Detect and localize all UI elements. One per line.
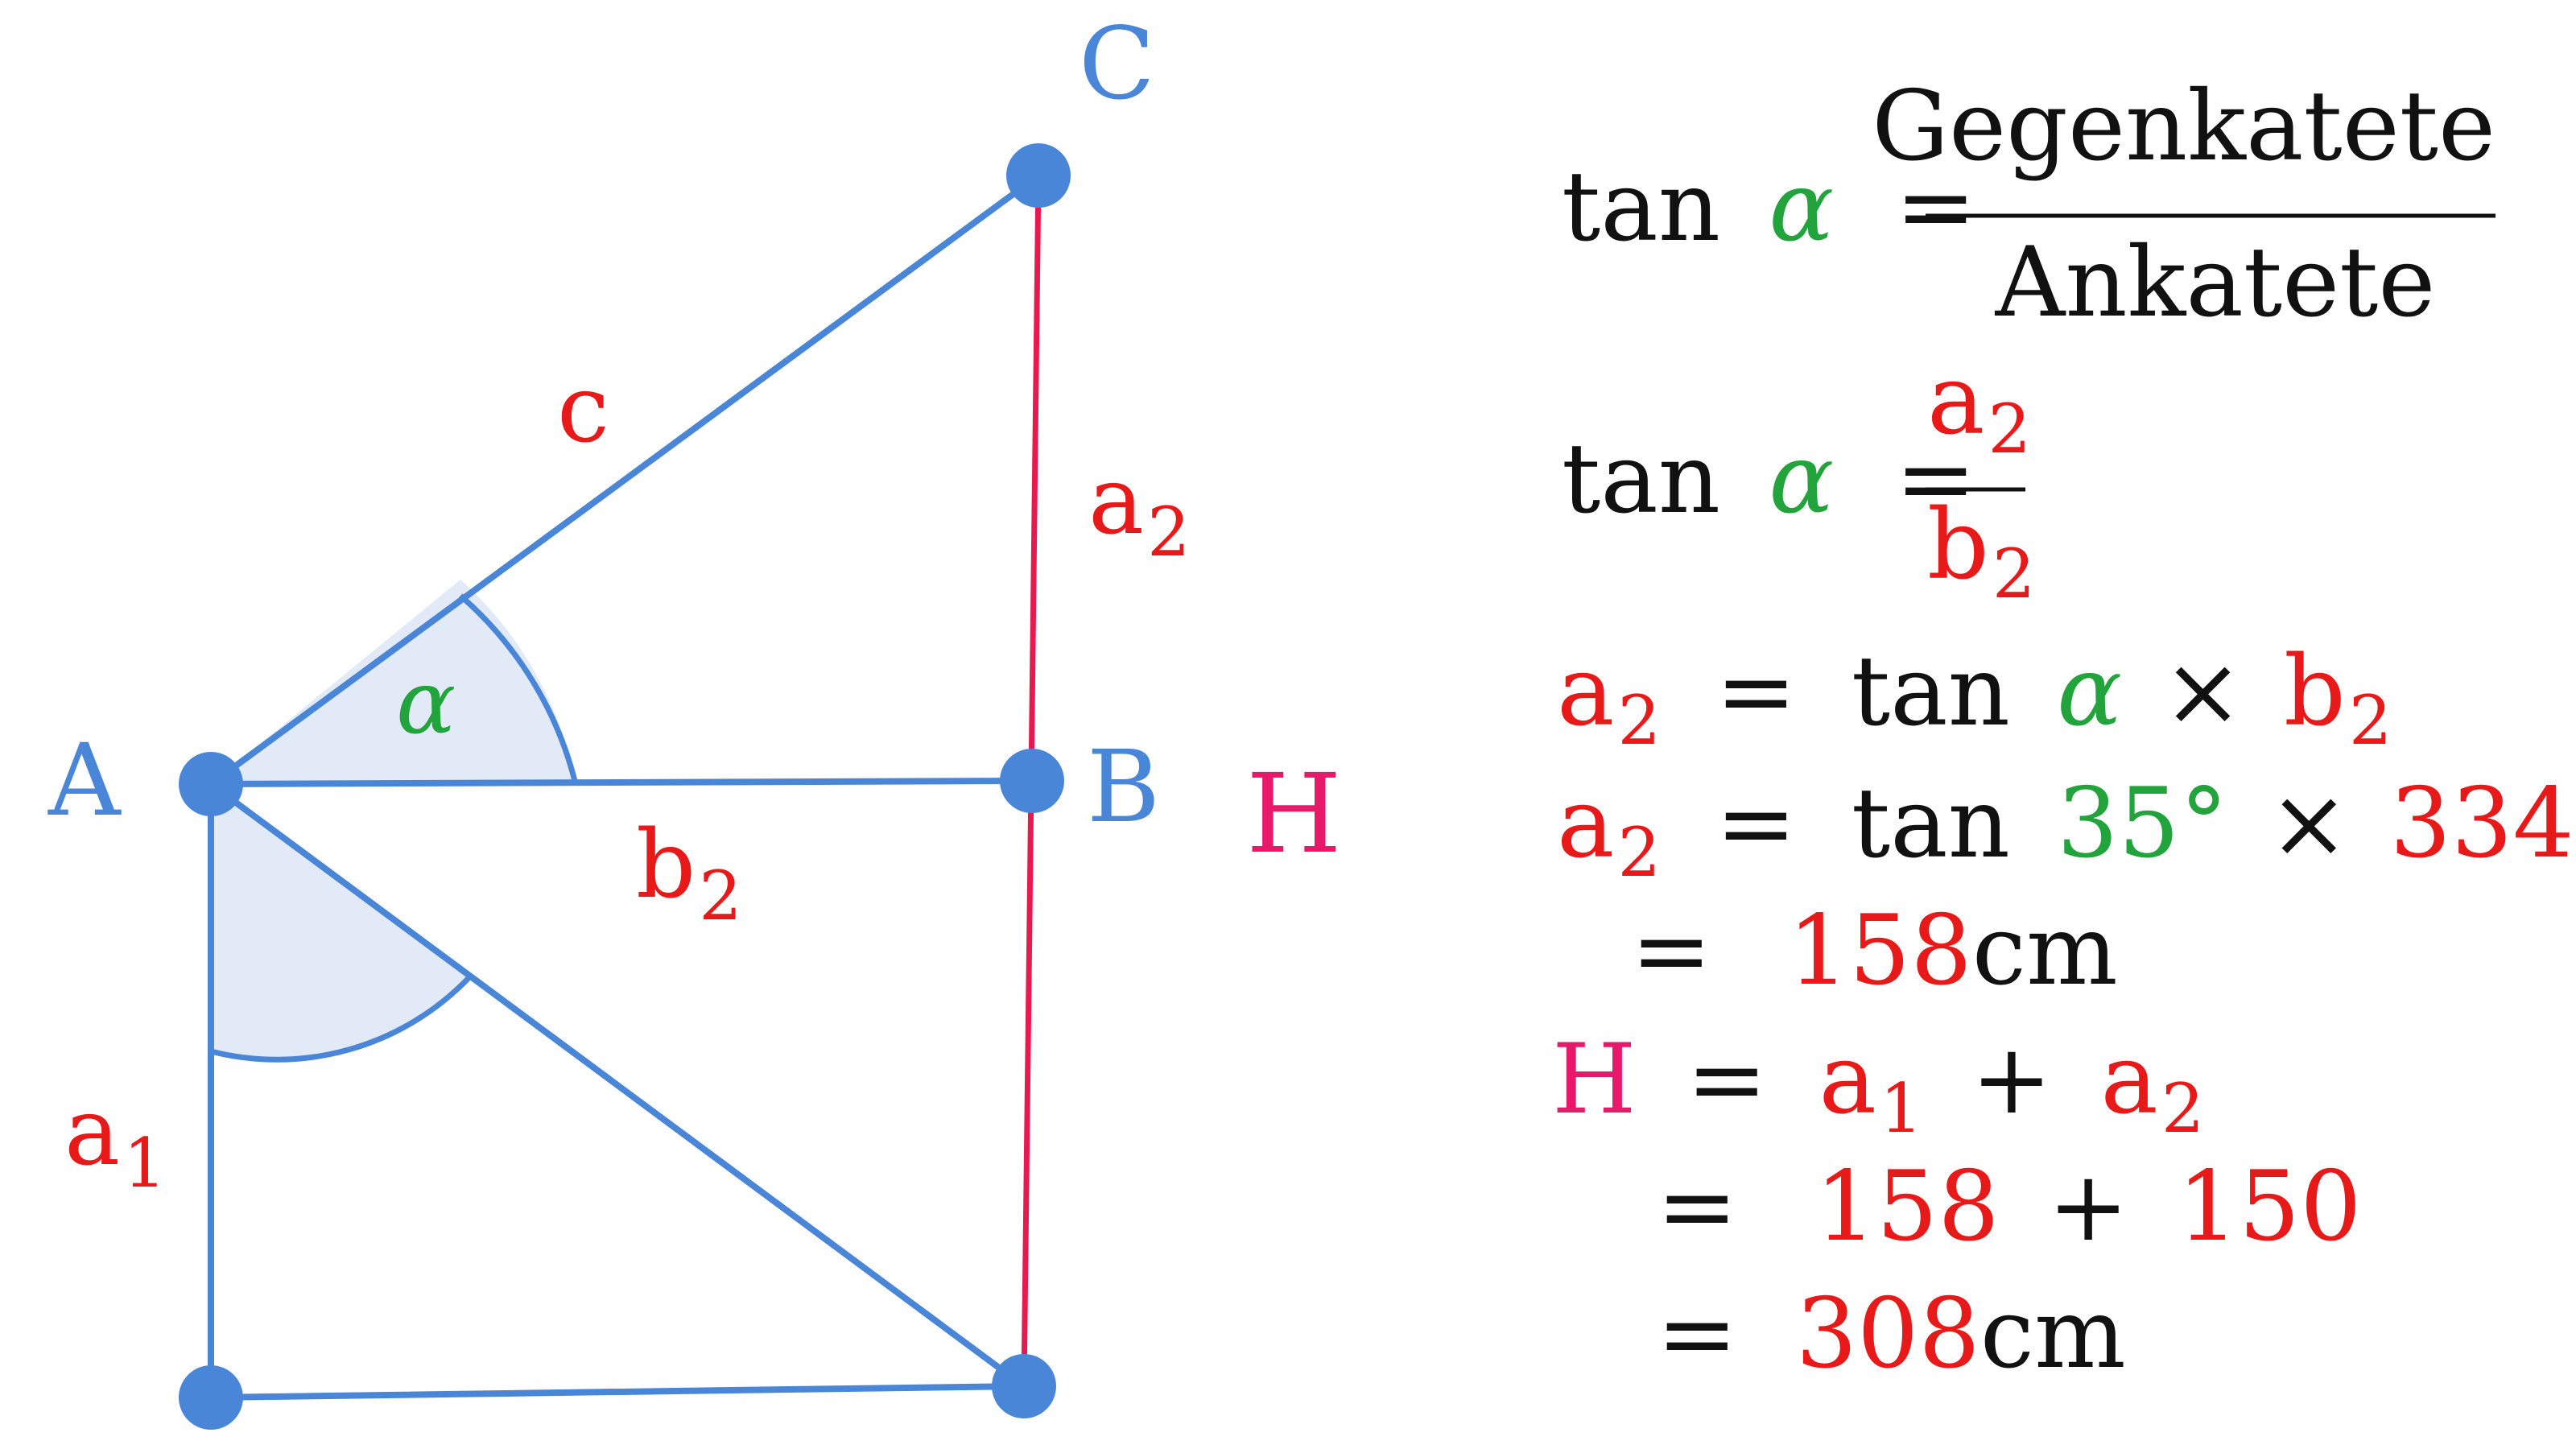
svg-text:tan α =: tan α = [1562,423,1976,535]
label-side-a2: a2 [1088,447,1191,572]
formula-line-2: tan α = a2 b2 [1562,345,2035,613]
fraction-a2: a2 [1927,345,2031,469]
angle-lower-arc [210,975,472,1063]
angle-lower-sector [211,784,469,1060]
svg-text:tan α =: tan α = [1562,151,1976,263]
label-side-a1: a1 [64,1078,167,1203]
label-side-b2: b2 [636,811,742,935]
point-bottom-right [992,1354,1056,1418]
formula-line-8: = 308cm [1657,1278,2126,1390]
formula-line-6: H = a1 + a2 [1552,1024,2204,1155]
point-bottom-left [179,1365,243,1430]
formula-block: tan α = Gegenkatete Ankatete tan α = a2 … [1552,71,2576,1390]
construction-lines [208,172,1042,1401]
point-A [179,752,243,816]
angle-alpha-sector [211,580,576,784]
fraction-denominator: Ankatete [1995,227,2436,339]
label-H: H [1246,751,1342,878]
formula-line-4: a2 = tan 35° × 334cm [1557,768,2576,899]
label-alpha: α [396,650,456,753]
diagonal-line [208,781,1027,1389]
label-B: B [1087,729,1160,845]
point-C [1006,143,1071,208]
angle-alpha-arc [458,593,579,785]
fraction-b2: b2 [1927,489,2035,613]
side-b2-line [208,778,1035,787]
fraction-numerator: Gegenkatete [1872,71,2496,183]
label-A: A [47,723,122,839]
bottom-line [208,1383,1027,1401]
side-c-line [208,172,1042,787]
formula-line-1: tan α = Gegenkatete Ankatete [1562,71,2496,339]
formula-line-7: = 158 + 150 [1657,1151,2362,1263]
formula-line-3: a2 = tan α × b2 [1557,636,2392,767]
label-side-c: c [557,355,609,464]
label-C: C [1079,6,1155,122]
formula-line-5: = 158cm [1631,895,2118,1007]
point-B [1000,749,1064,813]
